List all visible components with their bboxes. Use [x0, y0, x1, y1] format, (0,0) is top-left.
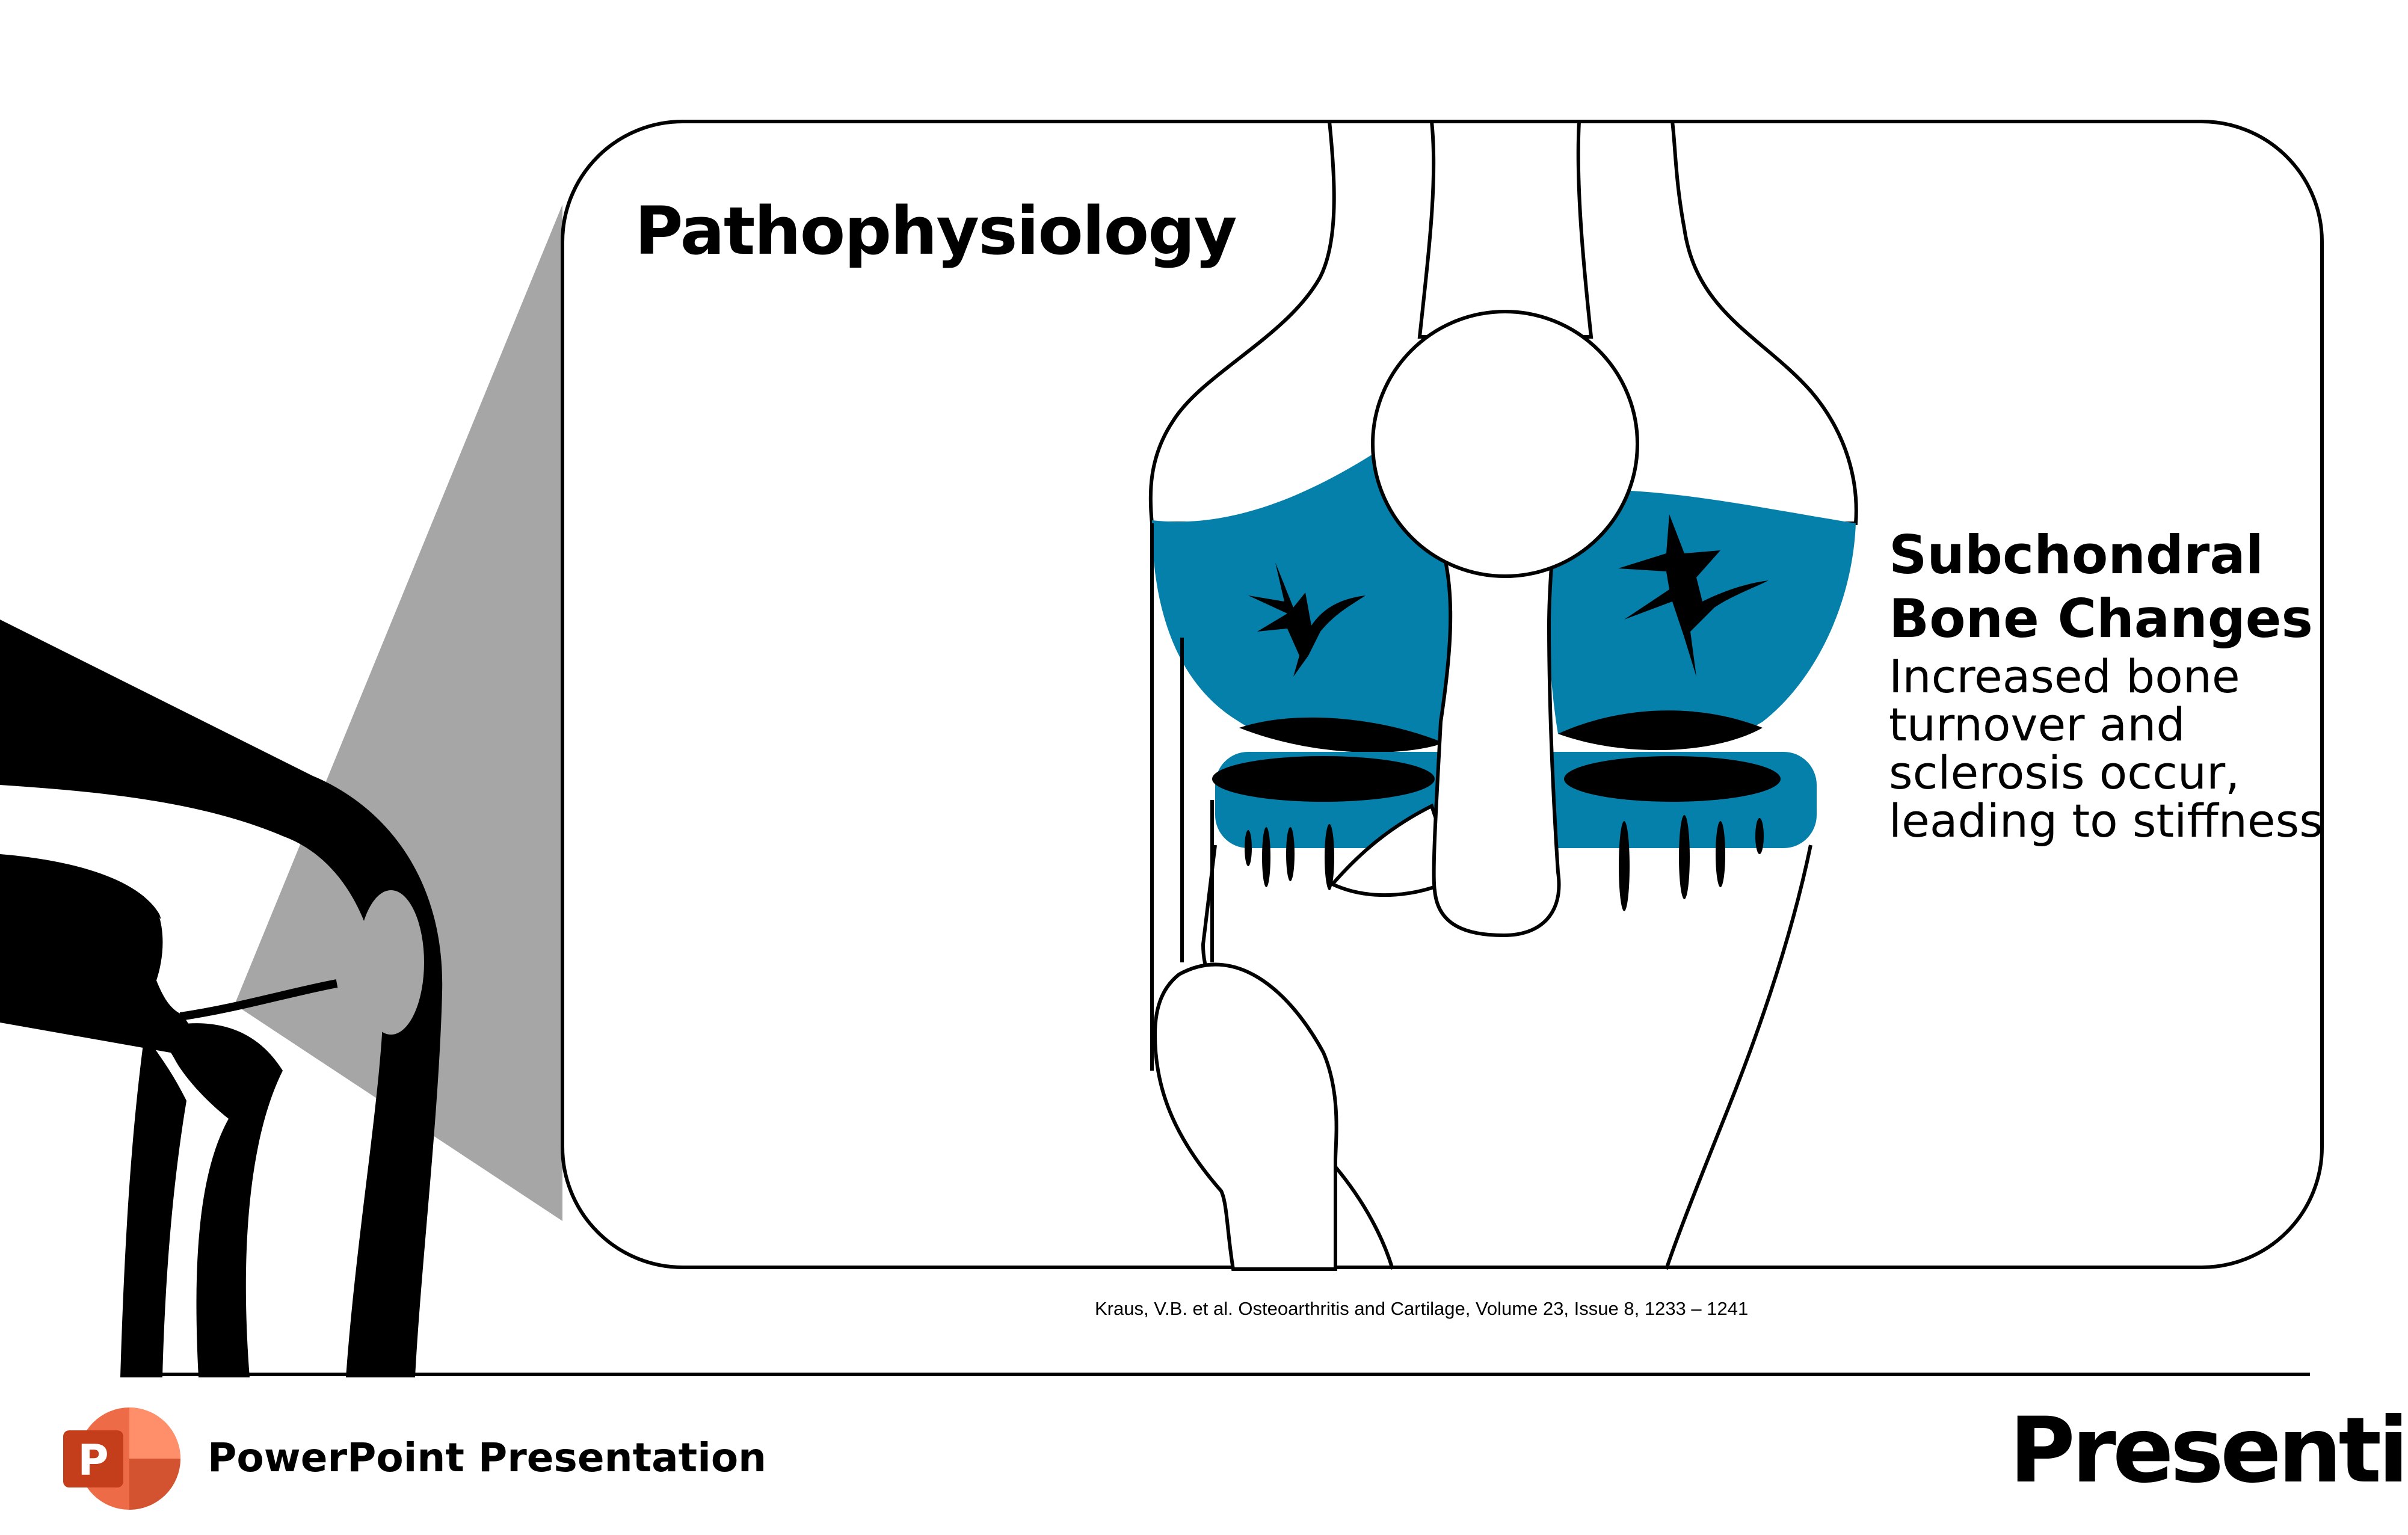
zoom-wedge — [235, 205, 562, 1221]
left-condyle-bone — [1152, 451, 1464, 749]
crack-left — [1248, 562, 1366, 677]
panel-body-text: Increased bone turnover and sclerosis oc… — [1889, 650, 2323, 847]
citation-text: Kraus, V.B. et al. Osteoarthritis and Ca… — [1095, 1298, 1749, 1319]
powerpoint-icon-letter: P — [78, 1436, 108, 1485]
crack-right — [1618, 514, 1769, 677]
knee-joint-diagram-icon — [1148, 120, 1858, 1271]
powerpoint-icon: P — [63, 1407, 180, 1510]
footer-app-label: PowerPoint Presentation — [208, 1435, 767, 1481]
presentile-logo-icon: Presentile — [2009, 1398, 2408, 1503]
panel-heading: Subchondral Bone Changes — [1889, 524, 2313, 650]
slide-title: Pathophysiology — [635, 192, 1237, 269]
knee-leg-silhouette-icon — [0, 620, 443, 1377]
